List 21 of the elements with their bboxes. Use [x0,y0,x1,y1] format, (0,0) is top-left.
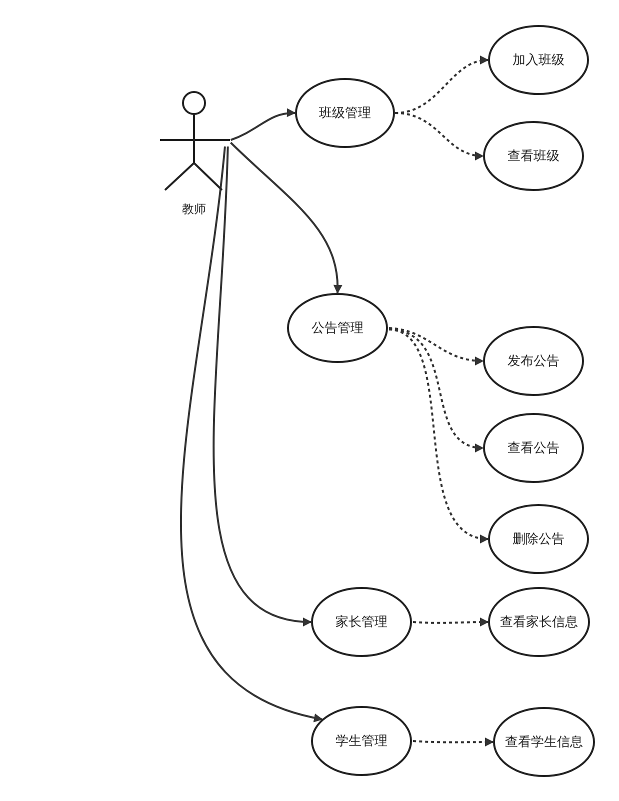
use-case-label: 家长管理 [334,614,388,631]
use-case-label: 公告管理 [310,320,364,337]
use-case-label: 学生管理 [334,733,388,750]
use-case-label: 查看公告 [506,440,560,457]
arrow [180,146,323,722]
use-case-label: 发布公告 [506,353,560,370]
actor-label: 教师 [181,201,207,218]
arrow [388,327,484,365]
use-case-label: 加入班级 [512,52,566,69]
arrow [394,112,484,160]
arrow [388,328,489,542]
use-case-label: 查看班级 [506,148,560,165]
arrow [230,108,296,141]
arrow [212,146,312,626]
arrow [230,142,342,294]
use-case-label: 查看学生信息 [504,734,584,751]
arrow [412,738,494,747]
use-case-label: 班级管理 [318,105,372,122]
use-case-label: 查看家长信息 [499,614,579,631]
use-case-label: 删除公告 [512,531,566,548]
arrow [412,618,489,627]
